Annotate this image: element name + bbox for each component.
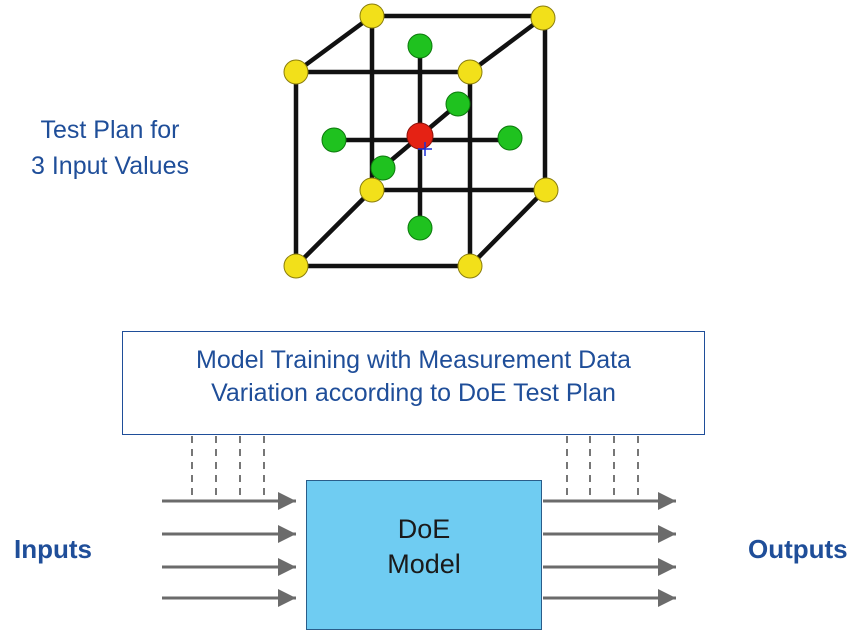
- doe-model-text: DoE Model: [306, 512, 542, 582]
- corner-point: [457, 253, 483, 279]
- axial-points: [321, 33, 523, 241]
- corner-point: [359, 177, 385, 203]
- inputs-label: Inputs: [14, 534, 92, 564]
- outputs-label: Outputs: [748, 534, 848, 564]
- test-plan-label: Test Plan for 3 Input Values: [10, 112, 210, 185]
- axial-point: [445, 91, 471, 117]
- axial-point: [497, 125, 523, 151]
- cursor-crosshair-icon: [418, 142, 432, 156]
- corner-point: [359, 3, 385, 29]
- axial-point: [321, 127, 347, 153]
- training-box: [122, 331, 705, 435]
- doe-model-line2: Model: [387, 549, 461, 580]
- corner-point: [283, 253, 309, 279]
- corner-point: [530, 5, 556, 31]
- corner-points: [283, 3, 559, 279]
- corner-point: [457, 59, 483, 85]
- corner-point: [533, 177, 559, 203]
- training-box-text: Model Training with Measurement Data Var…: [122, 344, 705, 410]
- axial-point: [407, 33, 433, 59]
- training-box-line1: Model Training with Measurement Data: [196, 346, 631, 374]
- test-plan-label-line2: 3 Input Values: [31, 152, 189, 181]
- axial-point: [370, 155, 396, 181]
- training-box-line2: Variation according to DoE Test Plan: [211, 379, 616, 407]
- axial-point: [407, 215, 433, 241]
- doe-model-line1: DoE: [397, 514, 451, 544]
- test-plan-label-line1: Test Plan for: [40, 116, 180, 144]
- corner-point: [283, 59, 309, 85]
